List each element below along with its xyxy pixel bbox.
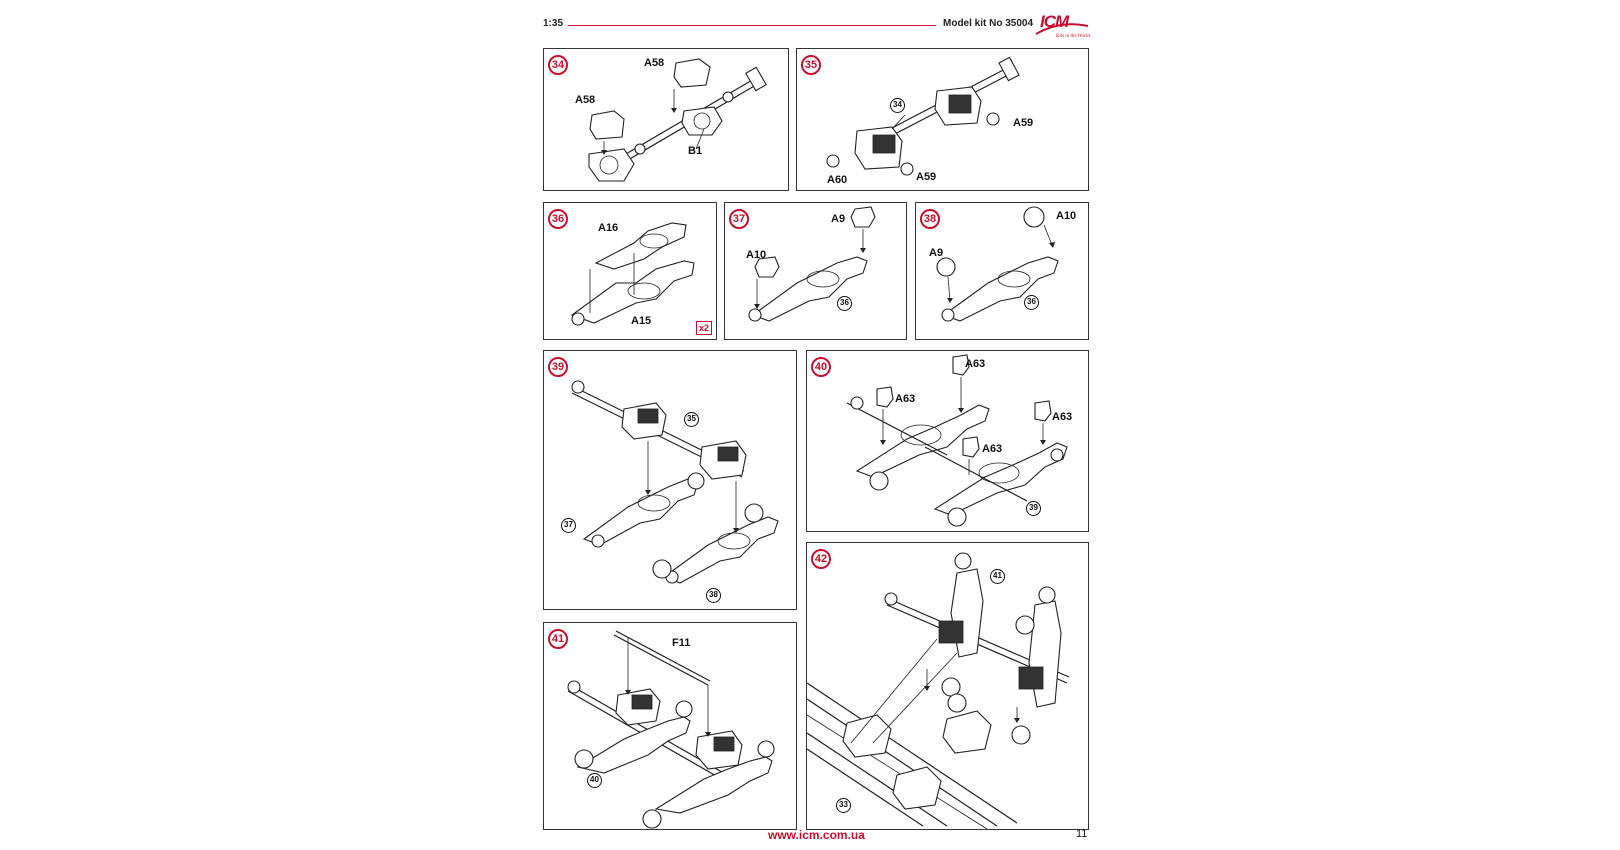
step-34-panel: 34 A58 A58 B1 (543, 48, 789, 191)
part-label: B1 (688, 145, 703, 157)
step-40-illustration (846, 354, 1068, 527)
step-42-illustration (807, 552, 1070, 830)
part-label: A63 (982, 443, 1003, 455)
website-url[interactable]: www.icm.com.ua (768, 828, 865, 842)
step-35-panel: 35 A59 A60 A59 34 (796, 48, 1089, 191)
part-label: A59 (916, 171, 937, 183)
step-ref-34: 34 (890, 98, 905, 113)
step-37-illustration (748, 206, 876, 322)
step-40-panel: 40 A63 A63 A63 A63 39 (806, 350, 1089, 532)
kit-number: Model kit No 35004 (943, 18, 1034, 29)
page-number: 11 (1076, 828, 1088, 840)
step-35-illustration (826, 56, 1020, 176)
step-39-panel: 39 35 37 38 (543, 350, 797, 610)
part-label: A16 (598, 222, 619, 234)
step-ref-33: 33 (836, 798, 851, 813)
step-38-number: 38 (920, 209, 940, 229)
step-34-number: 34 (548, 55, 568, 75)
step-41-number: 41 (548, 629, 568, 649)
header-rule (568, 25, 936, 26)
part-label: A9 (831, 213, 846, 225)
step-38-illustration (936, 206, 1059, 322)
multiplier-badge: x2 (696, 321, 712, 335)
step-ref-36: 36 (837, 296, 852, 311)
step-41-panel: 41 F11 40 (543, 622, 797, 830)
part-label: A63 (1052, 411, 1073, 423)
step-40-number: 40 (811, 357, 831, 377)
step-36-illustration (570, 222, 695, 326)
logo-brand: ICM (1040, 12, 1069, 31)
icm-logo: ICM Kits in the World (1030, 12, 1092, 46)
scale-label: 1:35 (543, 18, 564, 29)
part-label: A15 (631, 315, 652, 327)
part-label: A58 (575, 94, 596, 106)
step-ref-40: 40 (587, 773, 602, 788)
part-label: A60 (827, 174, 848, 186)
step-34-illustration (588, 58, 767, 182)
part-label: A9 (929, 247, 944, 259)
part-label: F11 (672, 637, 691, 649)
step-37-number: 37 (729, 209, 749, 229)
step-ref-41: 41 (990, 569, 1005, 584)
step-41-illustration (567, 630, 775, 829)
step-ref-37: 37 (561, 518, 576, 533)
step-ref-39: 39 (1026, 501, 1041, 516)
step-ref-35: 35 (684, 412, 699, 427)
step-36-number: 36 (548, 209, 568, 229)
step-ref-36: 36 (1024, 295, 1039, 310)
part-label: A63 (965, 358, 986, 370)
step-39-illustration (571, 380, 779, 584)
step-ref-38: 38 (706, 588, 721, 603)
part-label: A63 (895, 393, 916, 405)
step-42-number: 42 (811, 549, 831, 569)
logo-tagline: Kits in the World (1056, 34, 1090, 39)
step-38-panel: 38 A10 A9 36 (915, 202, 1089, 340)
part-label: A10 (1056, 210, 1077, 222)
step-37-panel: 37 A9 A10 36 (724, 202, 907, 340)
step-36-panel: 36 A16 A15 x2 (543, 202, 717, 340)
part-label: A59 (1013, 117, 1034, 129)
part-label: A58 (644, 57, 665, 69)
step-39-number: 39 (548, 357, 568, 377)
part-label: A10 (746, 249, 767, 261)
step-42-panel: 42 41 33 (806, 542, 1089, 830)
step-35-number: 35 (801, 55, 821, 75)
